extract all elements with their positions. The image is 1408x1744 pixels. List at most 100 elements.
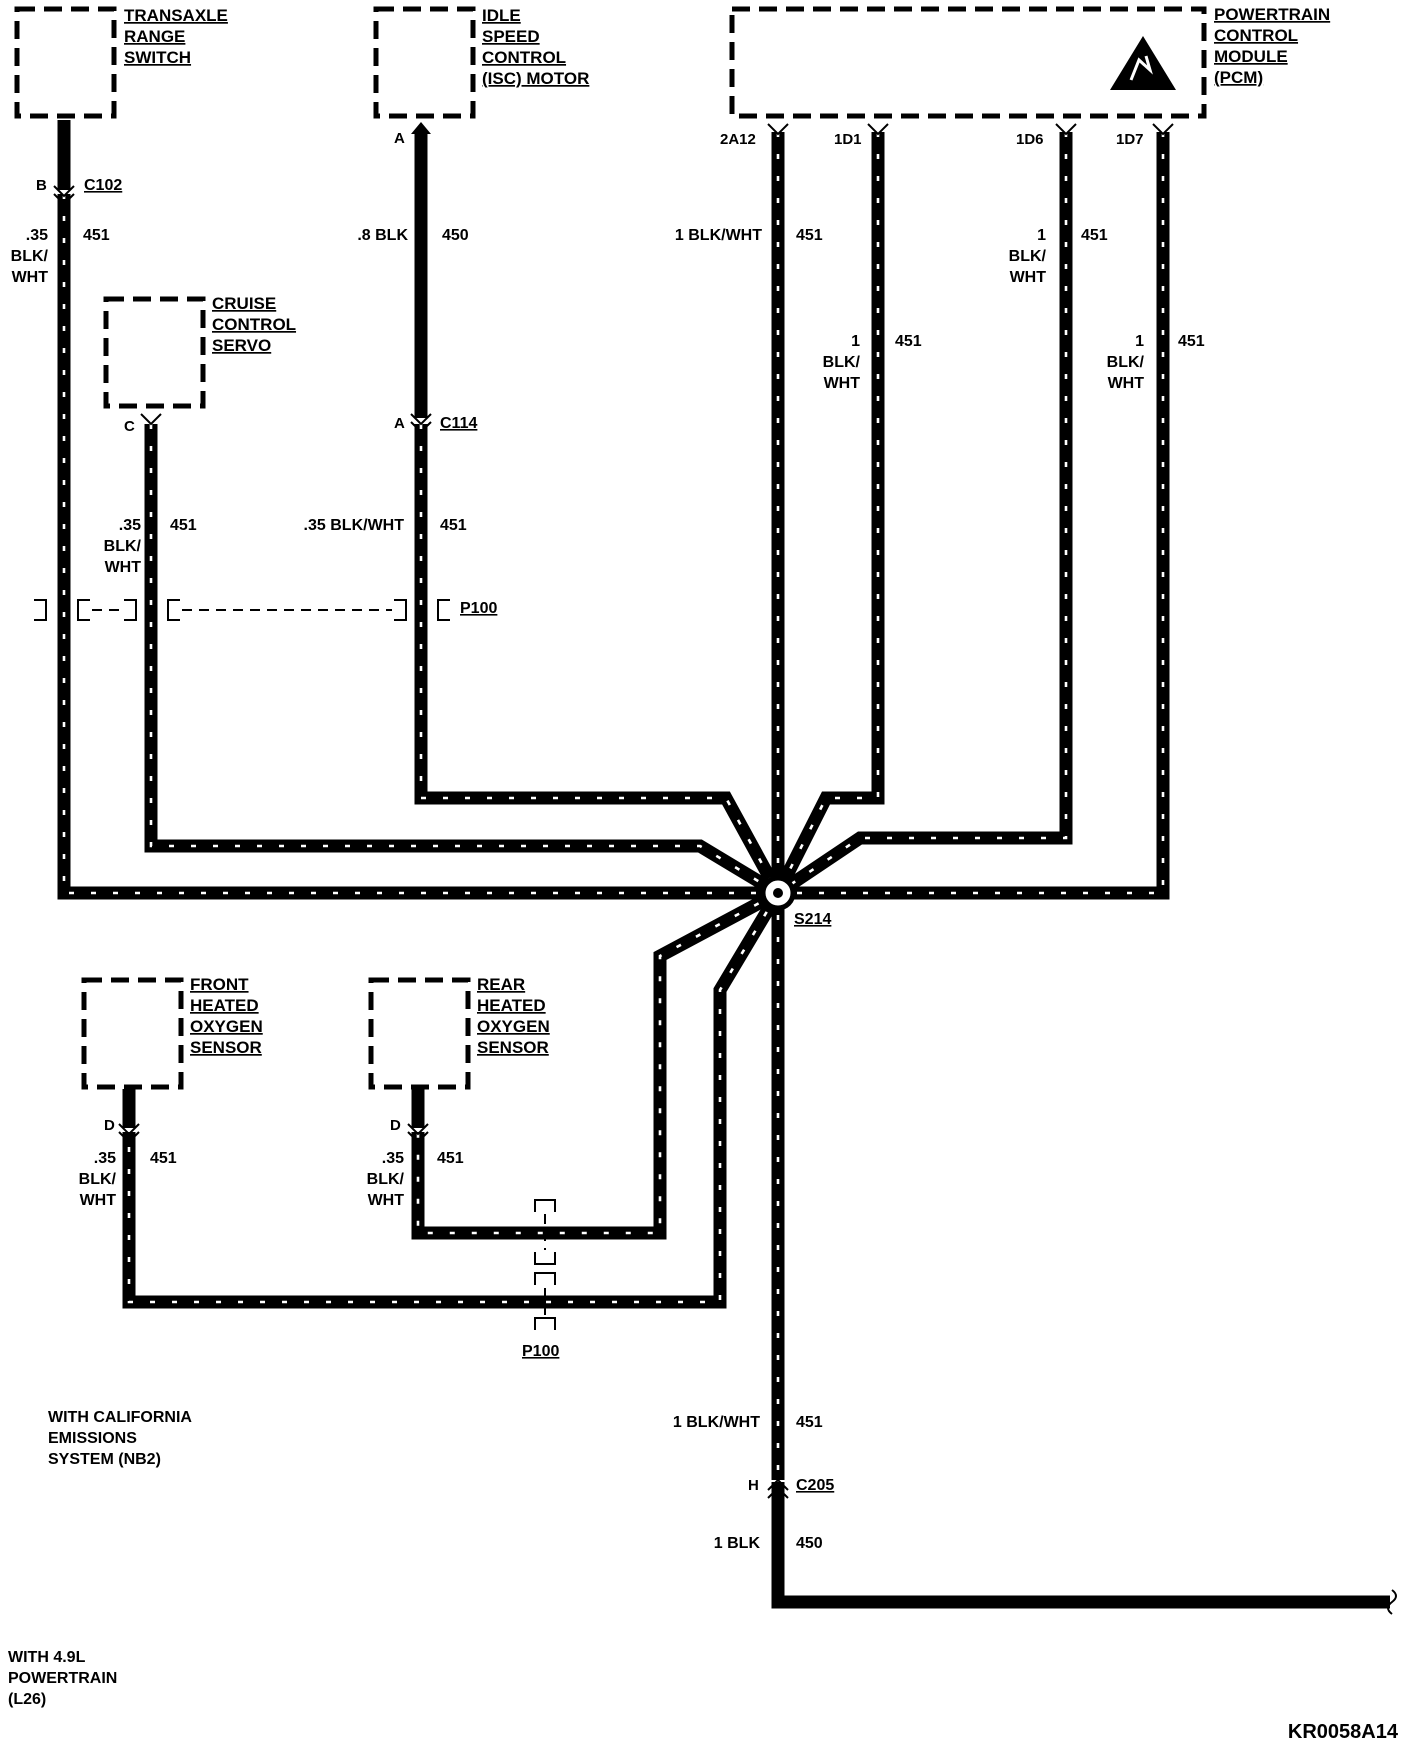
pin-rear-o2: D (390, 1117, 401, 1134)
svg-text:POWERTRAIN: POWERTRAIN (8, 1670, 117, 1687)
pin-pcm-1: 2A12 (720, 131, 756, 148)
svg-text:451: 451 (170, 517, 197, 534)
svg-text:BLK/: BLK/ (367, 1171, 405, 1188)
svg-text:BLK/: BLK/ (11, 248, 49, 265)
svg-text:REAR: REAR (477, 975, 525, 994)
s214-splice (760, 875, 796, 911)
note-california-emissions: WITH CALIFORNIA EMISSIONS SYSTEM (NB2) (48, 1409, 192, 1468)
svg-text:WITH 4.9L: WITH 4.9L (8, 1649, 86, 1666)
svg-text:RANGE: RANGE (124, 27, 185, 46)
svg-text:WHT: WHT (80, 1192, 117, 1209)
svg-text:SENSOR: SENSOR (190, 1038, 262, 1057)
wire-label-c114: .35 BLK/WHT 451 (304, 517, 467, 534)
p100-top-connector-icon (34, 599, 450, 621)
trs-title: TRANSAXLE RANGE SWITCH (124, 6, 228, 67)
connector-c102: C102 (84, 177, 122, 194)
svg-text:BLK/: BLK/ (79, 1171, 117, 1188)
svg-text:TRANSAXLE: TRANSAXLE (124, 6, 228, 25)
wire-label-pcm-4: 1 BLK/ WHT 451 (1107, 333, 1205, 392)
svg-text:.35: .35 (26, 227, 48, 244)
svg-text:MODULE: MODULE (1214, 47, 1288, 66)
svg-text:1: 1 (1037, 227, 1046, 244)
svg-text:SENSOR: SENSOR (477, 1038, 549, 1057)
cruise-title: CRUISE CONTROL SERVO (212, 294, 296, 355)
pin-cruise: C (124, 418, 135, 435)
svg-text:CONTROL: CONTROL (1214, 26, 1298, 45)
svg-text:450: 450 (442, 227, 469, 244)
svg-text:CONTROL: CONTROL (212, 315, 296, 334)
pin-pcm-4: 1D7 (1116, 131, 1144, 148)
svg-text:WHT: WHT (12, 269, 49, 286)
wire-label-isc: .8 BLK 450 (357, 227, 468, 244)
pcm-box (729, 6, 1207, 119)
pin-isc: A (394, 130, 405, 147)
svg-text:WHT: WHT (105, 559, 142, 576)
svg-text:HEATED: HEATED (477, 996, 546, 1015)
svg-text:WHT: WHT (368, 1192, 405, 1209)
svg-text:WITH CALIFORNIA: WITH CALIFORNIA (48, 1409, 192, 1426)
front-o2-title: FRONT HEATED OXYGEN SENSOR (190, 975, 263, 1057)
svg-text:450: 450 (796, 1535, 823, 1552)
svg-text:WHT: WHT (1108, 375, 1145, 392)
connector-c205: C205 (796, 1477, 834, 1494)
striped-wires (57, 132, 1170, 1480)
wire-label-pcm-3: 1 BLK/ WHT 451 (1009, 227, 1108, 286)
pin-trs: B (36, 177, 47, 194)
diagram-code: KR0058A14 (1288, 1721, 1399, 1743)
svg-text:451: 451 (440, 517, 467, 534)
svg-text:WHT: WHT (1010, 269, 1047, 286)
pin-pcm-2: 1D1 (834, 131, 862, 148)
transaxle-range-switch-box (14, 6, 117, 119)
svg-text:1 BLK/WHT: 1 BLK/WHT (673, 1414, 760, 1431)
svg-text:(L26): (L26) (8, 1691, 46, 1708)
svg-text:451: 451 (83, 227, 110, 244)
pin-c205: H (748, 1477, 759, 1494)
svg-text:HEATED: HEATED (190, 996, 259, 1015)
svg-text:1: 1 (851, 333, 860, 350)
svg-text:(ISC) MOTOR: (ISC) MOTOR (482, 69, 589, 88)
wire-label-front-o2: .35 BLK/ WHT 451 (79, 1150, 177, 1209)
pcm-title: POWERTRAIN CONTROL MODULE (PCM) (1214, 5, 1330, 87)
esd-warning-icon (1110, 36, 1176, 90)
connector-p100-bottom: P100 (522, 1343, 559, 1360)
svg-text:BLK/: BLK/ (1009, 248, 1047, 265)
splice-s214: S214 (794, 911, 831, 928)
front-heated-oxygen-sensor-box (81, 977, 184, 1090)
svg-text:BLK/: BLK/ (104, 538, 142, 555)
svg-text:OXYGEN: OXYGEN (190, 1017, 263, 1036)
wire-stripes (62, 132, 1165, 1480)
note-powertrain: WITH 4.9L POWERTRAIN (L26) (8, 1649, 117, 1708)
svg-text:(PCM): (PCM) (1214, 68, 1263, 87)
rear-o2-title: REAR HEATED OXYGEN SENSOR (477, 975, 550, 1057)
svg-text:451: 451 (1178, 333, 1205, 350)
wire-label-cruise: .35 BLK/ WHT 451 (104, 517, 197, 576)
svg-text:1 BLK: 1 BLK (714, 1535, 761, 1552)
svg-text:SERVO: SERVO (212, 336, 271, 355)
svg-text:BLK/: BLK/ (823, 354, 861, 371)
svg-text:.35: .35 (119, 517, 141, 534)
c114-connector-icon (410, 413, 432, 434)
connector-p100-top: P100 (460, 600, 497, 617)
svg-text:.35: .35 (382, 1150, 404, 1167)
cruise-control-servo-box (103, 296, 206, 409)
wire-label-c205-down: 1 BLK 450 (714, 1535, 823, 1552)
svg-text:451: 451 (895, 333, 922, 350)
connector-c114: C114 (440, 415, 477, 432)
c205-connector-icon (767, 1478, 789, 1499)
svg-text:IDLE: IDLE (482, 6, 521, 25)
svg-text:SPEED: SPEED (482, 27, 540, 46)
pin-pcm-3: 1D6 (1016, 131, 1044, 148)
isc-title: IDLE SPEED CONTROL (ISC) MOTOR (482, 6, 589, 88)
svg-text:SWITCH: SWITCH (124, 48, 191, 67)
svg-text:451: 451 (1081, 227, 1108, 244)
cruise-pin-connector-icon (140, 413, 162, 426)
o2-pin-connector-icons (118, 1123, 429, 1144)
svg-text:BLK/: BLK/ (1107, 354, 1145, 371)
isc-pin-arrow-icon (411, 122, 431, 134)
p100-bottom-connector-icon (534, 1199, 556, 1330)
svg-text:.8 BLK: .8 BLK (357, 227, 408, 244)
wire-label-s214-down: 1 BLK/WHT 451 (673, 1414, 823, 1431)
wire-c205-to-ground (771, 1482, 1397, 1615)
